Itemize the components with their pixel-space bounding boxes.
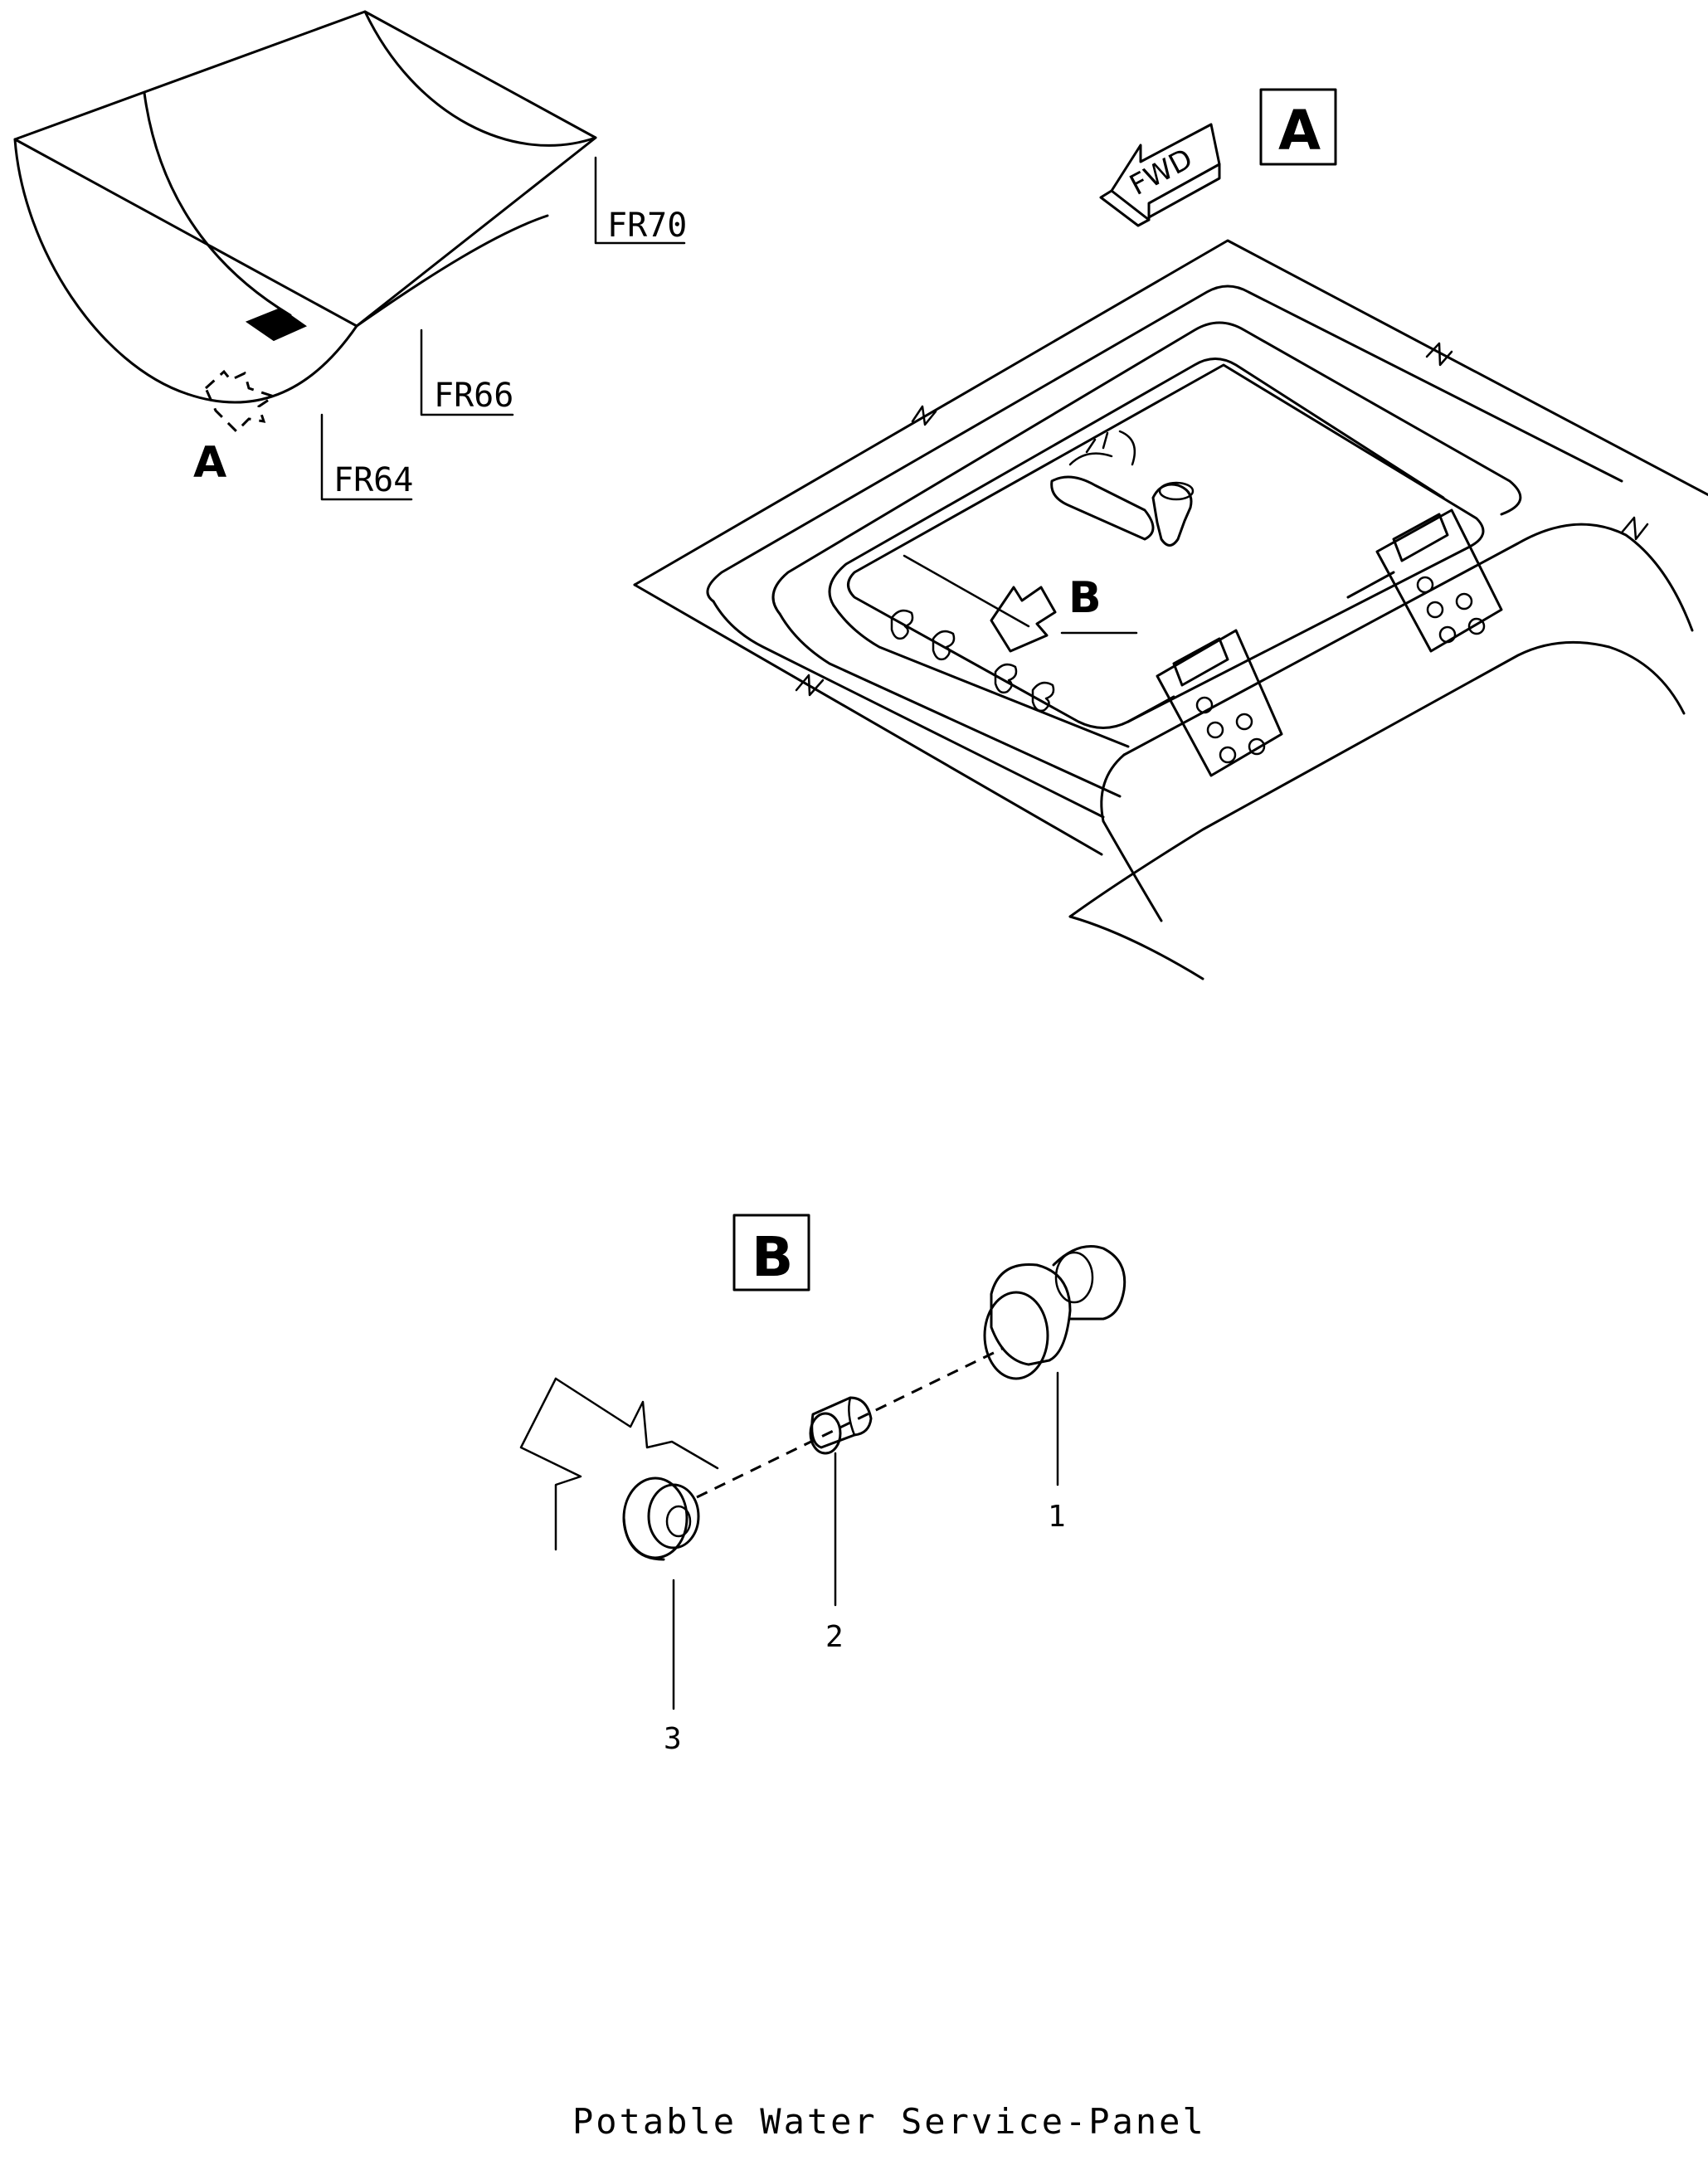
view-b-title-box: B (732, 1214, 810, 1292)
callout-item-2: 2 (825, 1620, 844, 1654)
handle-assembly (1050, 430, 1195, 547)
view-b-box-label: B (752, 1225, 793, 1289)
callout-item-3: 3 (664, 1722, 682, 1756)
hinge-left (1127, 629, 1283, 777)
service-panel-marker (245, 307, 308, 342)
frame-label-fr70: FR70 (607, 207, 687, 245)
fuselage-overview (13, 10, 597, 434)
exploded-parts-view (519, 1245, 1127, 1710)
frame-label-fr64: FR64 (333, 461, 413, 499)
panel-assembly-view (633, 239, 1708, 980)
view-b-pointer-label: B (1068, 573, 1102, 623)
cap-item-1 (983, 1245, 1127, 1380)
view-a-pointer-arrow (204, 369, 277, 434)
pin-item-2 (809, 1396, 873, 1455)
view-b-pointer-arrow (990, 586, 1057, 653)
figure-caption: Potable Water Service-Panel (572, 2101, 1206, 2142)
grommet-item-3 (622, 1476, 700, 1561)
hinge-right (1346, 508, 1503, 653)
view-a-pointer-label: A (193, 438, 226, 488)
frame-label-fr66: FR66 (434, 377, 513, 415)
fwd-arrow: FWD (1099, 123, 1221, 227)
latch-row (890, 609, 1055, 713)
view-a-box-label: A (1278, 99, 1321, 163)
callout-item-1: 1 (1048, 1500, 1066, 1534)
frame-reference-lines (320, 156, 686, 501)
view-a-title-box: A (1259, 88, 1337, 166)
